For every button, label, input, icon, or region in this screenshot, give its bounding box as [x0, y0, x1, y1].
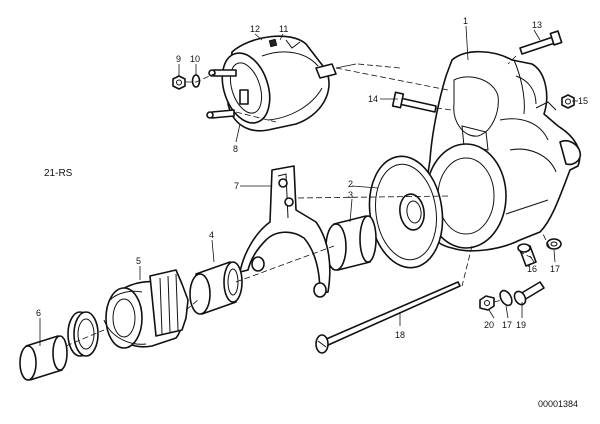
starter-housing: [422, 50, 582, 252]
label-6: 6: [36, 308, 41, 318]
leader-lines: [39, 25, 578, 346]
screw-14: [391, 91, 437, 113]
label-18: 18: [395, 330, 405, 340]
image-code: 00001384: [538, 399, 578, 409]
label-17-right: 17: [550, 264, 560, 274]
label-14: 14: [368, 94, 378, 104]
label-5: 5: [136, 256, 141, 266]
nut-20: [479, 295, 495, 311]
screw-16: [517, 243, 537, 267]
cover-plate: [368, 155, 444, 269]
label-7: 7: [234, 181, 239, 191]
label-19: 19: [516, 320, 526, 330]
label-10: 10: [190, 54, 200, 64]
label-1: 1: [463, 16, 468, 26]
ring-6: [19, 335, 68, 381]
assembly-lines: [65, 55, 551, 347]
screw-13: [519, 30, 563, 55]
engaging-lever: [239, 165, 331, 298]
solenoid-switch: [206, 35, 357, 132]
nut-15-upper: [561, 94, 575, 109]
label-20: 20: [484, 320, 494, 330]
bushing-4: [189, 261, 243, 315]
pinion-drive: [103, 269, 189, 349]
label-15-upper: 15: [578, 96, 588, 106]
label-13: 13: [532, 20, 542, 30]
label-8: 8: [233, 144, 238, 154]
group-code: 21-RS: [44, 168, 73, 179]
label-17-lower: 17: [502, 320, 512, 330]
label-2: 2: [348, 179, 353, 189]
screw-19: [513, 281, 545, 306]
label-9: 9: [176, 54, 181, 64]
label-16: 16: [527, 264, 537, 274]
part-labels: 1 13 14 15 12 11 9 10 8 2 3 7 4 5 6 18 1…: [36, 16, 588, 340]
stop-ring: [67, 311, 99, 357]
through-bolt-18: [315, 281, 461, 354]
label-12: 12: [250, 24, 260, 34]
label-4: 4: [209, 230, 214, 240]
label-11: 11: [279, 24, 288, 34]
bushing-3: [325, 215, 377, 271]
label-3: 3: [348, 190, 353, 200]
washer-17-right: [546, 238, 562, 250]
washer-17-lower: [499, 289, 513, 307]
